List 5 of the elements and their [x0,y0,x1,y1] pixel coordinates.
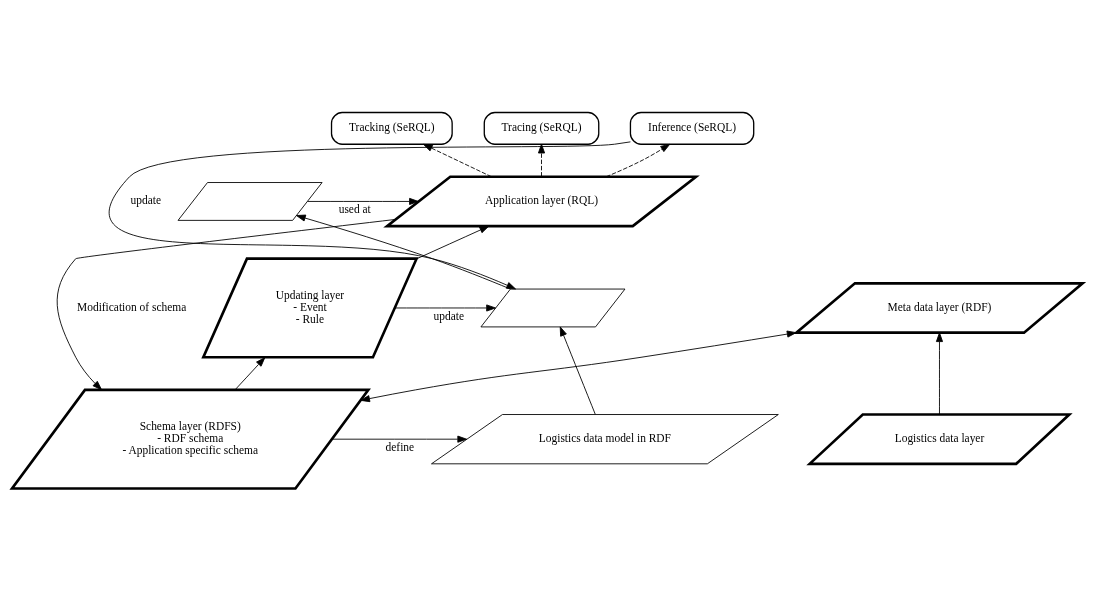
edge-label: define [385,440,415,453]
edge-label: update [130,194,161,207]
edge-label: used at [338,203,371,216]
edge-label: update [433,309,465,322]
edge-label: Modification of schema [77,300,187,313]
